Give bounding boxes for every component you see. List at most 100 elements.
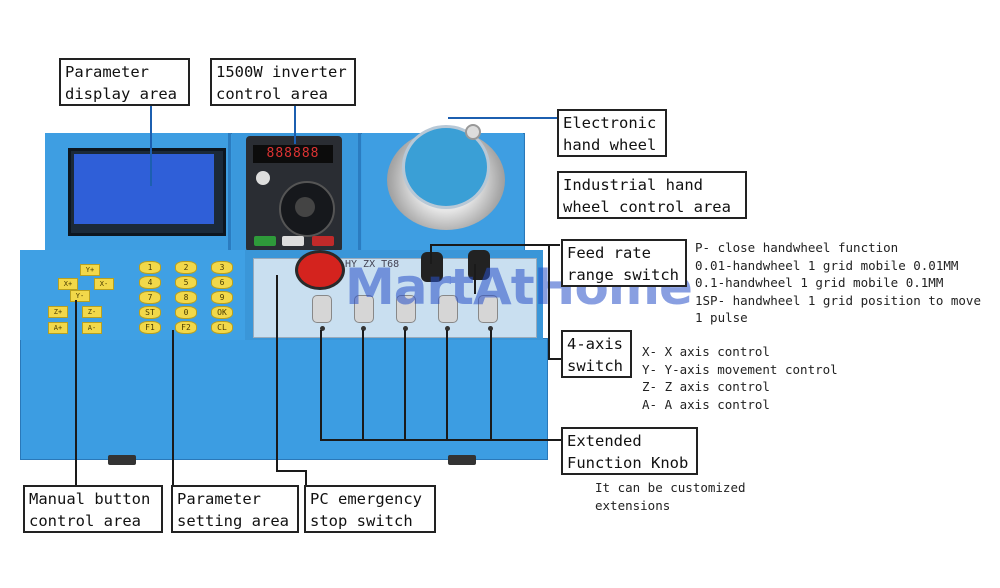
parameter-display-area-label: Parameter display area bbox=[59, 58, 190, 106]
label-line: Electronic bbox=[563, 114, 657, 132]
machine-foot bbox=[108, 455, 136, 465]
extended-knob-5[interactable] bbox=[478, 295, 498, 323]
key-1[interactable]: 1 bbox=[139, 261, 161, 274]
pc-emergency-stop-switch-label: PC emergency stop switch bbox=[304, 485, 436, 533]
label-line: hand wheel bbox=[563, 136, 657, 154]
key-7[interactable]: 7 bbox=[139, 291, 161, 304]
leader-line bbox=[320, 330, 322, 440]
leader-line bbox=[150, 104, 152, 186]
note-line: X- X axis control bbox=[642, 344, 770, 359]
leader-line bbox=[276, 275, 278, 471]
key-z-plus[interactable]: Z+ bbox=[48, 306, 68, 318]
key-2[interactable]: 2 bbox=[175, 261, 197, 274]
note-line: extensions bbox=[595, 497, 671, 513]
extended-knob-2[interactable] bbox=[354, 295, 374, 323]
leader-line bbox=[548, 358, 562, 360]
key-z-minus[interactable]: Z- bbox=[82, 306, 102, 318]
extended-function-knob-label: Extended Function Knob bbox=[561, 427, 698, 475]
indicator-dot bbox=[403, 326, 408, 331]
key-0[interactable]: 0 bbox=[175, 306, 197, 319]
note-line: It can be customized bbox=[595, 480, 746, 495]
indicator-dot bbox=[361, 326, 366, 331]
key-6[interactable]: 6 bbox=[211, 276, 233, 289]
label-line: wheel control area bbox=[563, 198, 731, 216]
feed-rate-notes: P- close handwheel function 0.01-handwhe… bbox=[695, 239, 981, 327]
electronic-handwheel[interactable] bbox=[402, 125, 490, 209]
key-ok[interactable]: OK bbox=[211, 306, 233, 319]
machine-foot bbox=[448, 455, 476, 465]
inverter-stop-button[interactable] bbox=[312, 236, 334, 246]
label-line: Manual button bbox=[29, 490, 151, 508]
inverter-control-area-label: 1500W inverter control area bbox=[210, 58, 356, 106]
label-line: control area bbox=[29, 512, 141, 530]
label-line: 1500W inverter bbox=[216, 63, 347, 81]
label-line: Feed rate bbox=[567, 244, 651, 262]
label-line: 4-axis bbox=[567, 335, 623, 353]
leader-line bbox=[474, 264, 476, 294]
label-line: PC emergency bbox=[310, 490, 422, 508]
key-3[interactable]: 3 bbox=[211, 261, 233, 274]
label-line: switch bbox=[567, 357, 623, 375]
leader-line bbox=[548, 245, 550, 359]
label-line: setting area bbox=[177, 512, 289, 530]
label-line: control area bbox=[216, 85, 328, 103]
manual-button-control-area-label: Manual button control area bbox=[23, 485, 163, 533]
leader-line bbox=[305, 470, 307, 486]
inverter-knob[interactable] bbox=[256, 171, 270, 185]
leader-line bbox=[172, 330, 174, 486]
inverter-run-button[interactable] bbox=[254, 236, 276, 246]
key-a-minus[interactable]: A- bbox=[82, 322, 102, 334]
leader-line bbox=[446, 330, 448, 440]
label-line: Function Knob bbox=[567, 454, 689, 472]
key-f1[interactable]: F1 bbox=[139, 321, 161, 334]
note-line: 0.01-handwheel 1 grid mobile 0.01MM bbox=[695, 257, 959, 273]
indicator-dot bbox=[320, 326, 325, 331]
note-line: 1SP- handwheel 1 grid position to move bbox=[695, 292, 981, 308]
handwheel-grip[interactable] bbox=[465, 124, 481, 140]
leader-line bbox=[430, 244, 432, 264]
label-line: range switch bbox=[567, 266, 679, 284]
key-a-plus[interactable]: A+ bbox=[48, 322, 68, 334]
leader-line bbox=[404, 330, 406, 440]
extended-knob-3[interactable] bbox=[396, 295, 416, 323]
leader-line bbox=[294, 104, 296, 144]
inverter-enter-button[interactable] bbox=[295, 197, 315, 217]
machine-front-panel bbox=[20, 338, 548, 460]
extended-knob-1[interactable] bbox=[312, 295, 332, 323]
extended-knob-4[interactable] bbox=[438, 295, 458, 323]
parameter-setting-area-label: Parameter setting area bbox=[171, 485, 299, 533]
leader-line bbox=[75, 300, 77, 486]
label-line: stop switch bbox=[310, 512, 413, 530]
parameter-lcd-screen bbox=[74, 154, 214, 224]
leader-line bbox=[430, 244, 560, 246]
key-y-minus[interactable]: Y- bbox=[70, 290, 90, 302]
axis-notes: X- X axis control Y- Y-axis movement con… bbox=[642, 343, 838, 413]
key-8[interactable]: 8 bbox=[175, 291, 197, 304]
brand-text: HY ZX T68 bbox=[345, 259, 400, 270]
indicator-dot bbox=[445, 326, 450, 331]
axis-switch-knob[interactable] bbox=[468, 250, 490, 280]
key-x-minus[interactable]: X- bbox=[94, 278, 114, 290]
industrial-hand-wheel-label: Industrial hand wheel control area bbox=[557, 171, 747, 219]
note-line: Z- Z axis control bbox=[642, 379, 770, 394]
label-line: Parameter bbox=[177, 490, 261, 508]
key-x-plus[interactable]: X+ bbox=[58, 278, 78, 290]
note-line: 0.1-handwheel 1 grid mobile 0.1MM bbox=[695, 275, 944, 290]
key-5[interactable]: 5 bbox=[175, 276, 197, 289]
label-line: Industrial hand bbox=[563, 176, 703, 194]
key-f2[interactable]: F2 bbox=[175, 321, 197, 334]
leader-line bbox=[320, 439, 564, 441]
electronic-hand-wheel-label: Electronic hand wheel bbox=[557, 109, 667, 157]
key-4[interactable]: 4 bbox=[139, 276, 161, 289]
key-y-plus[interactable]: Y+ bbox=[80, 264, 100, 276]
emergency-stop-button[interactable] bbox=[295, 250, 345, 290]
label-line: Extended bbox=[567, 432, 642, 450]
note-line: P- close handwheel function bbox=[695, 240, 899, 255]
key-cl[interactable]: CL bbox=[211, 321, 233, 334]
key-st[interactable]: ST bbox=[139, 306, 161, 319]
key-9[interactable]: 9 bbox=[211, 291, 233, 304]
inverter-func-button[interactable] bbox=[282, 236, 304, 246]
note-line: 1 pulse bbox=[695, 310, 748, 325]
label-line: Parameter bbox=[65, 63, 149, 81]
feed-rate-knob[interactable] bbox=[421, 252, 443, 282]
